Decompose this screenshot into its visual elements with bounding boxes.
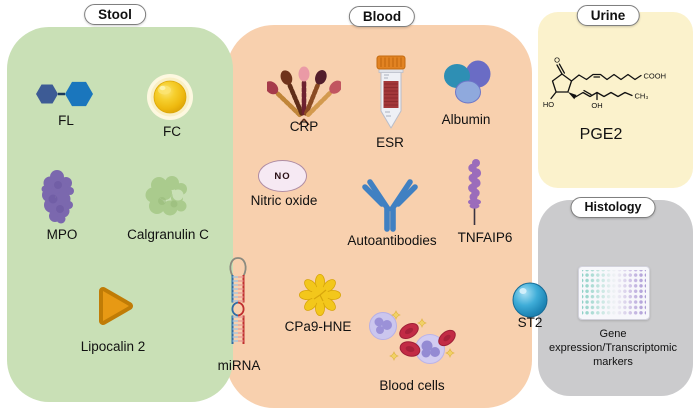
autoantibodies-label: Autoantibodies [347,233,437,248]
fc-label: FC [163,124,181,139]
mpo-icon [41,170,74,224]
calgranulin-c-icon [145,176,187,216]
cpa9-hne-label: CPa9-HNE [284,319,352,334]
mirna-icon [229,257,247,344]
tnfaip6-icon [468,159,482,225]
mirna-label: miRNA [217,358,261,373]
urine-panel [538,12,693,188]
st2-icon [512,282,548,318]
stool-title-pill: Stool [84,4,146,25]
blood-cells-icon [369,310,456,364]
pge2-label: PGE2 [579,126,623,143]
pge2-structure-icon: O COOH CH₃ HO OH [543,56,667,111]
pge2-oh-label: OH [591,101,602,110]
albumin-icon [444,60,491,104]
urine-title-pill: Urine [576,5,640,26]
autoantibodies-icon [362,179,418,232]
tnfaip6-label: TNFAIP6 [457,230,513,245]
pge2-ch3-label: CH₃ [635,92,649,101]
esr-tube-icon [376,55,406,129]
lipocalin-2-icon [99,287,133,325]
nitric-oxide-icon: NO [258,160,307,192]
blood-cells-label: Blood cells [379,378,445,393]
blood-title-pill: Blood [348,6,416,27]
nitric-oxide-label: Nitric oxide [250,193,318,208]
gene-expression-label: Gene expression/Transcriptomic markers [549,328,677,368]
pge2-o-label: O [554,56,560,65]
esr-label: ESR [376,135,404,150]
calgranulin-c-label: Calgranulin C [127,227,209,242]
histology-title-pill: Histology [570,197,656,218]
fc-icon [147,74,193,120]
pge2-cooh-label: COOH [644,72,667,81]
cpa9-hne-icon [298,273,342,317]
st2-label: ST2 [517,315,543,330]
well-plate-icon [578,266,650,320]
fl-icon [36,81,93,107]
albumin-label: Albumin [441,112,491,127]
lipocalin-2-label: Lipocalin 2 [80,339,146,354]
crp-label: CRP [289,119,319,134]
nitric-oxide-symbol: NO [274,170,291,182]
fl-label: FL [58,113,74,128]
mpo-label: MPO [46,227,78,242]
crp-icon [267,66,341,125]
pge2-ho-label: HO [543,100,554,109]
